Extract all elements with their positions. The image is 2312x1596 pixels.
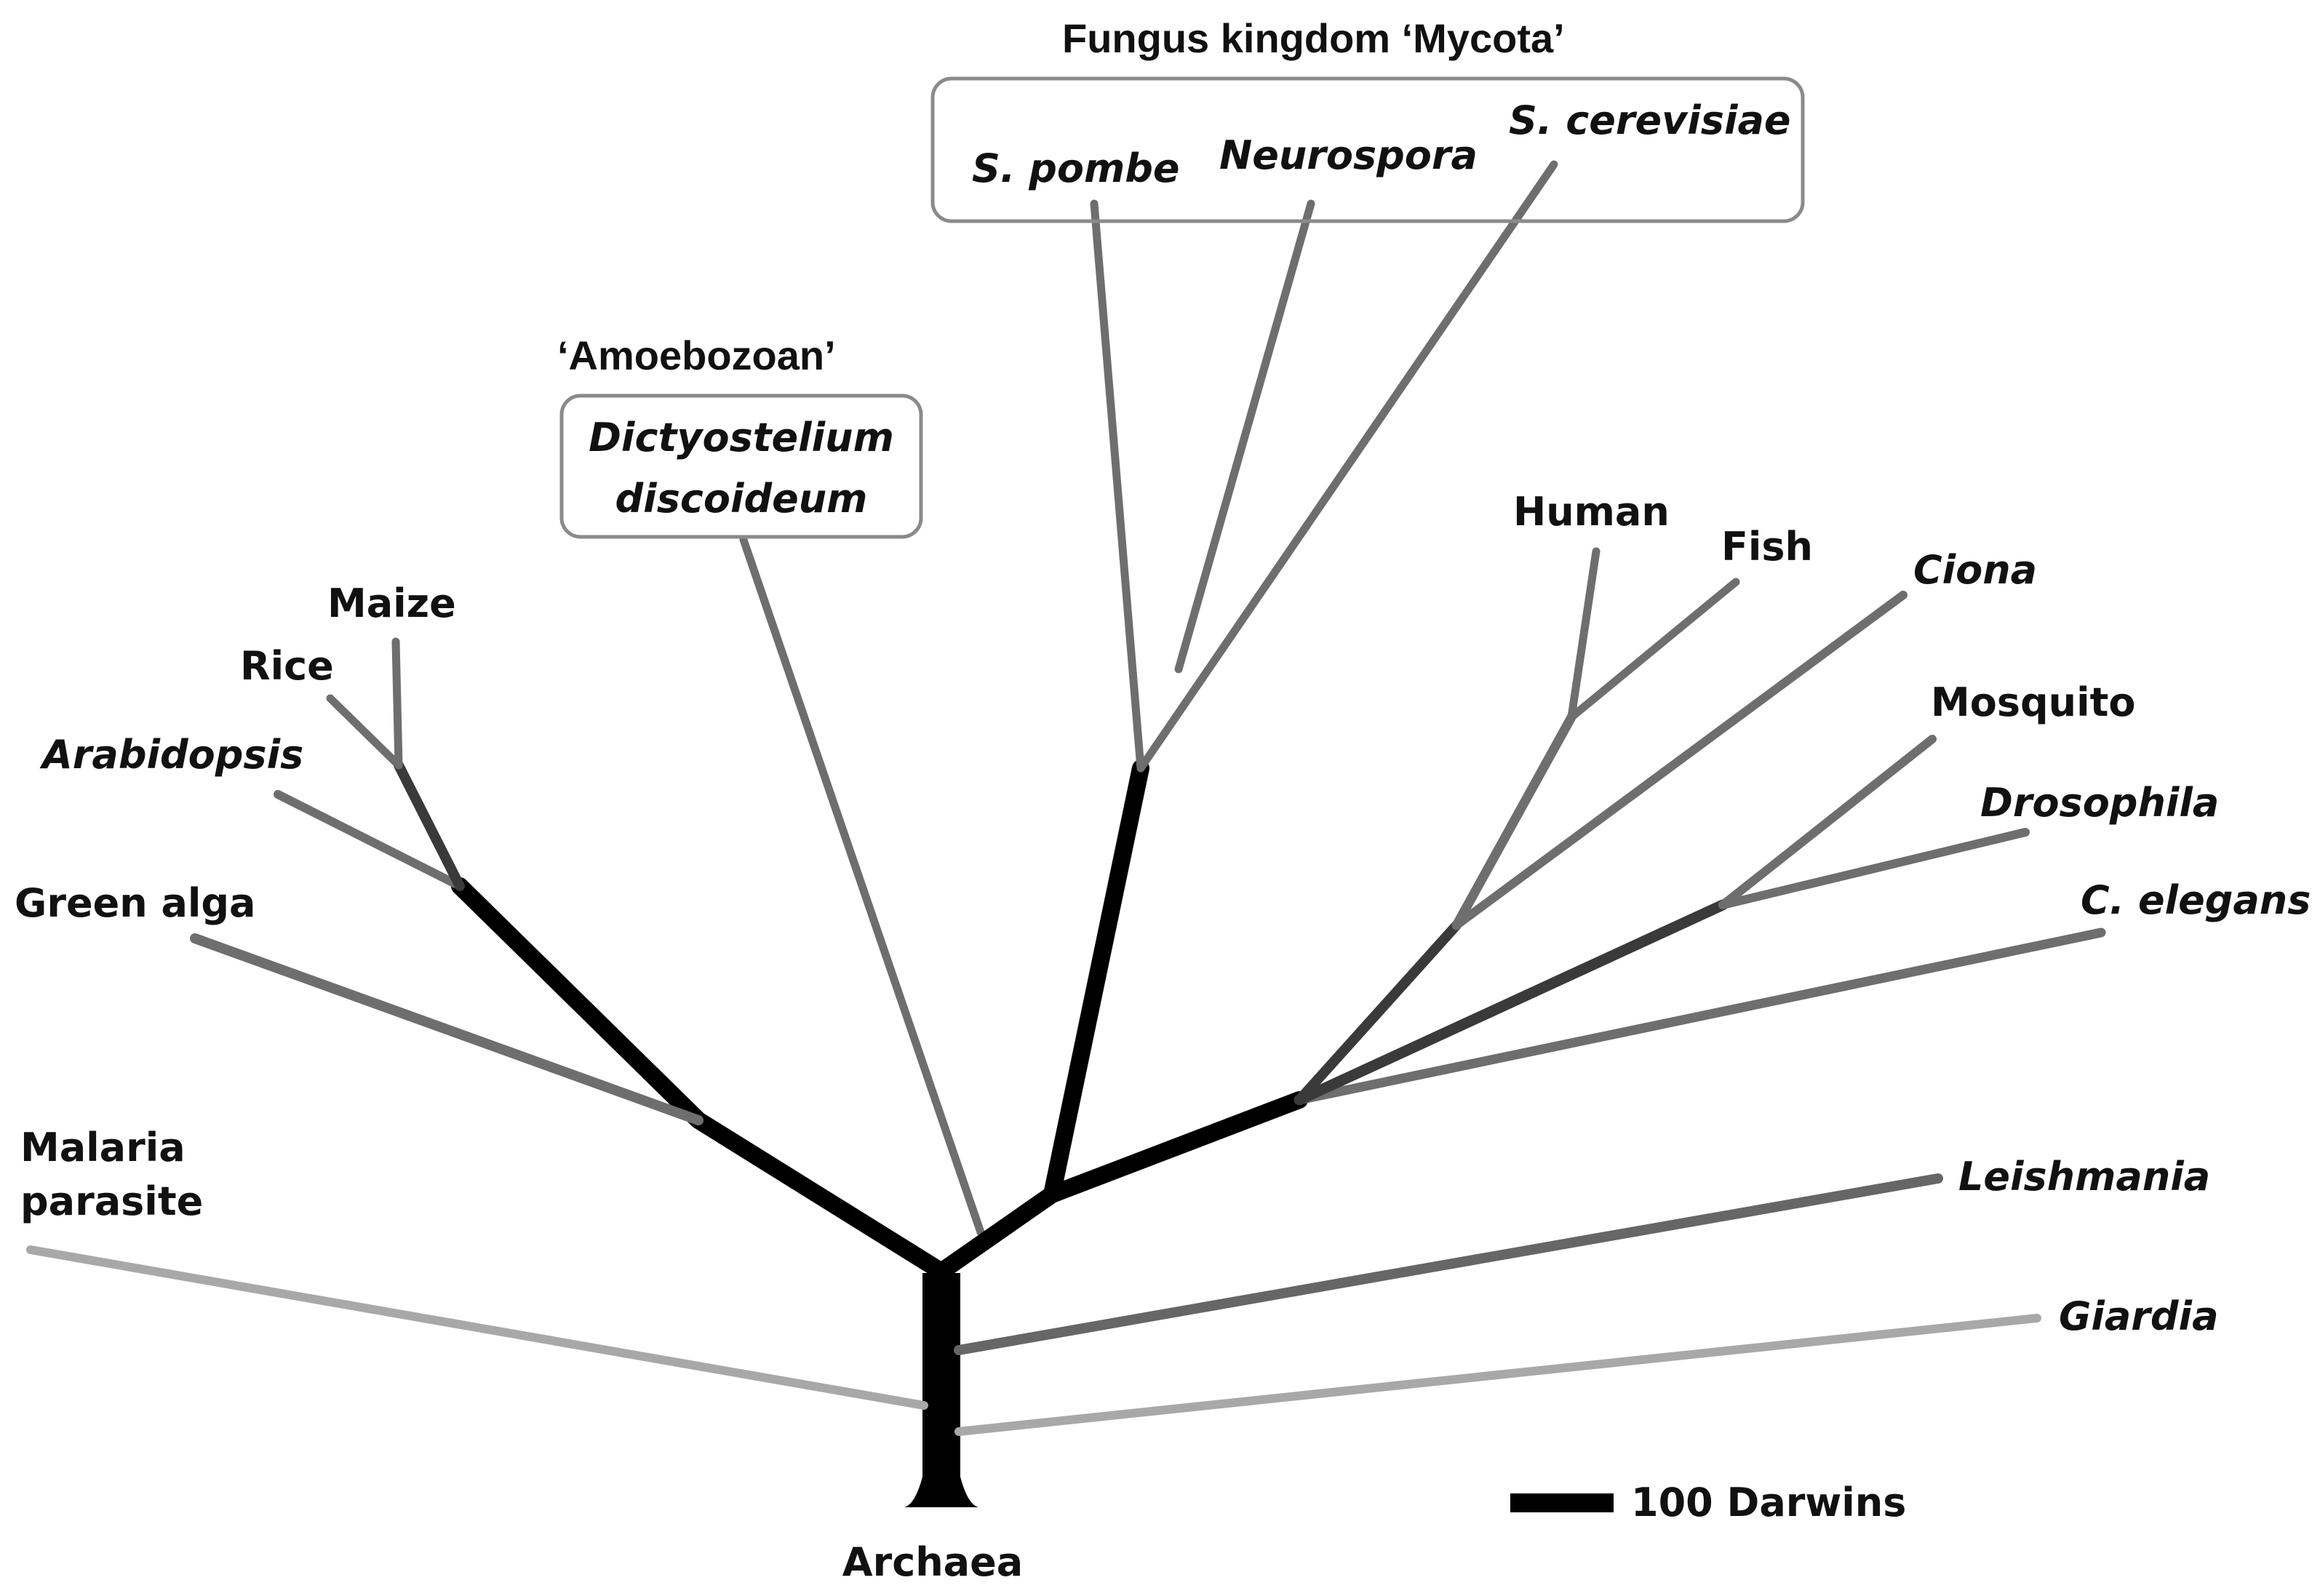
branch-fungi-stem — [1043, 759, 1149, 1203]
branch-leishmania — [954, 1173, 1943, 1355]
branch-grass-stem — [394, 760, 465, 891]
branch-plant-stem — [451, 877, 950, 1280]
branch-arthropod-stem — [1293, 899, 1729, 1106]
label-giardia: Giardia — [2059, 1293, 2219, 1339]
branch-chordate-stem — [1294, 920, 1462, 1105]
branch-malaria — [26, 1245, 928, 1410]
label-ciona: Ciona — [1913, 547, 2037, 593]
label-s-cerevisiae: S. cerevisiae — [1509, 97, 1791, 143]
branch-ciona — [1452, 591, 1908, 930]
branch-giardia — [954, 1314, 2041, 1436]
label-leishmania: Leishmania — [1958, 1154, 2210, 1200]
label-dictyostelium: Dictyostelium — [589, 415, 894, 460]
label-green-alga: Green alga — [15, 880, 256, 926]
label-malaria: Malaria — [20, 1125, 186, 1170]
label-mosquito: Mosquito — [1931, 679, 2136, 725]
branch-mosquito — [1718, 735, 1937, 909]
label-parasite: parasite — [20, 1178, 203, 1224]
label-fish: Fish — [1721, 524, 1813, 570]
branch-neurospora — [1174, 199, 1315, 674]
branch-c-elegans — [1294, 927, 2106, 1105]
label-maize: Maize — [327, 580, 456, 626]
branch-vertebrate-stem — [1451, 712, 1576, 930]
scale-bar-label: 100 Darwins — [1631, 1480, 1906, 1525]
fungi-group-title: Fungus kingdom ‘Mycota’ — [1062, 15, 1565, 61]
branch-rice — [326, 694, 403, 770]
amoebozoan-group-box — [559, 394, 923, 539]
branch-drosophila — [1718, 828, 2030, 909]
label-s-pombe: S. pombe — [972, 145, 1180, 191]
label-archaea: Archaea — [842, 1539, 1023, 1585]
label-human: Human — [1513, 489, 1670, 535]
label-neurospora: Neurospora — [1219, 132, 1478, 178]
fungi-group-box — [930, 76, 1805, 223]
label-rice: Rice — [240, 643, 334, 689]
branch-dictyostelium — [739, 535, 985, 1237]
label-c-elegans: C. elegans — [2081, 877, 2311, 923]
branch-human — [1567, 547, 1601, 722]
label-discoideum: discoideum — [615, 476, 868, 522]
label-arabidopsis: Arabidopsis — [39, 732, 303, 778]
label-drosophila: Drosophila — [1980, 780, 2219, 826]
branch-maize — [391, 637, 403, 770]
branch-s-cerevisiae — [1136, 160, 1558, 773]
branch-opisthokont-stem — [933, 1091, 1308, 1280]
amoebozoan-group-title: ‘Amoebozoan’ — [557, 332, 836, 378]
branch-fish — [1567, 578, 1740, 722]
branch-green-alga — [190, 933, 703, 1125]
archaea-trunk — [904, 1273, 978, 1507]
branch-arabidopsis — [274, 790, 464, 890]
branch-s-pombe — [1090, 199, 1145, 773]
